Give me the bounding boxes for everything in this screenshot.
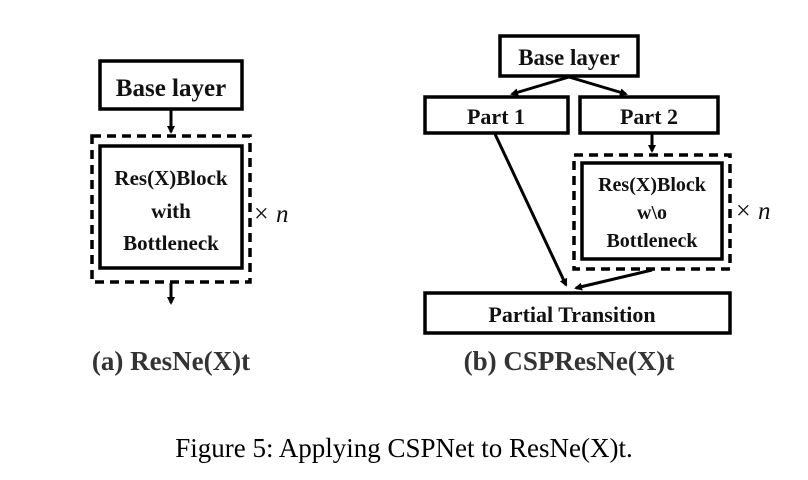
b-partial-transition-label: Partial Transition	[488, 302, 655, 327]
a-resblock-line-2: with	[151, 199, 191, 223]
figure-caption: Figure 5: Applying CSPNet to ResNe(X)t.	[175, 433, 633, 463]
b-resblock-box	[580, 161, 724, 261]
b-part2-label: Part 2	[620, 104, 678, 129]
b-arrow-part1-to-transition	[493, 133, 568, 287]
b-part2-box	[578, 95, 720, 135]
a-base-layer-box	[98, 59, 244, 111]
a-resblock-line-3: Bottleneck	[123, 231, 219, 255]
b-part1-box	[423, 95, 570, 135]
a-repeat-n: n	[276, 201, 289, 228]
b-arrow-block-to-transition	[574, 268, 653, 291]
a-resblock-box	[98, 144, 244, 270]
a-base-layer-label: Base layer	[116, 75, 226, 102]
b-base-layer-box	[498, 34, 640, 78]
b-arrow-base-to-part2	[568, 75, 628, 97]
b-resblock-line-2: w\o	[637, 202, 667, 224]
b-partial-transition-box	[423, 291, 732, 335]
a-repeat-dashed-box	[90, 134, 252, 284]
b-resblock-line-3: Bottleneck	[606, 230, 698, 252]
b-repeat-n: n	[758, 198, 771, 225]
panel-a: Base layer Res(X)Block with Bottleneck ×…	[90, 59, 289, 376]
a-resblock-line-1: Res(X)Block	[114, 166, 227, 190]
b-subcaption: (b) CSPResNe(X)t	[464, 346, 675, 376]
a-subcaption: (a) ResNe(X)t	[92, 346, 250, 376]
b-resblock-line-1: Res(X)Block	[598, 174, 707, 196]
a-repeat-times-symbol: ×	[254, 199, 269, 228]
b-part1-label: Part 1	[467, 104, 525, 129]
b-arrow-base-to-part1	[510, 75, 570, 97]
b-repeat-times-symbol: ×	[736, 196, 751, 225]
b-repeat-dashed-box	[572, 153, 732, 271]
b-base-layer-label: Base layer	[518, 45, 620, 70]
panel-b: Base layer Part 1 Part 2 Res(X)Block w\o…	[423, 34, 771, 376]
